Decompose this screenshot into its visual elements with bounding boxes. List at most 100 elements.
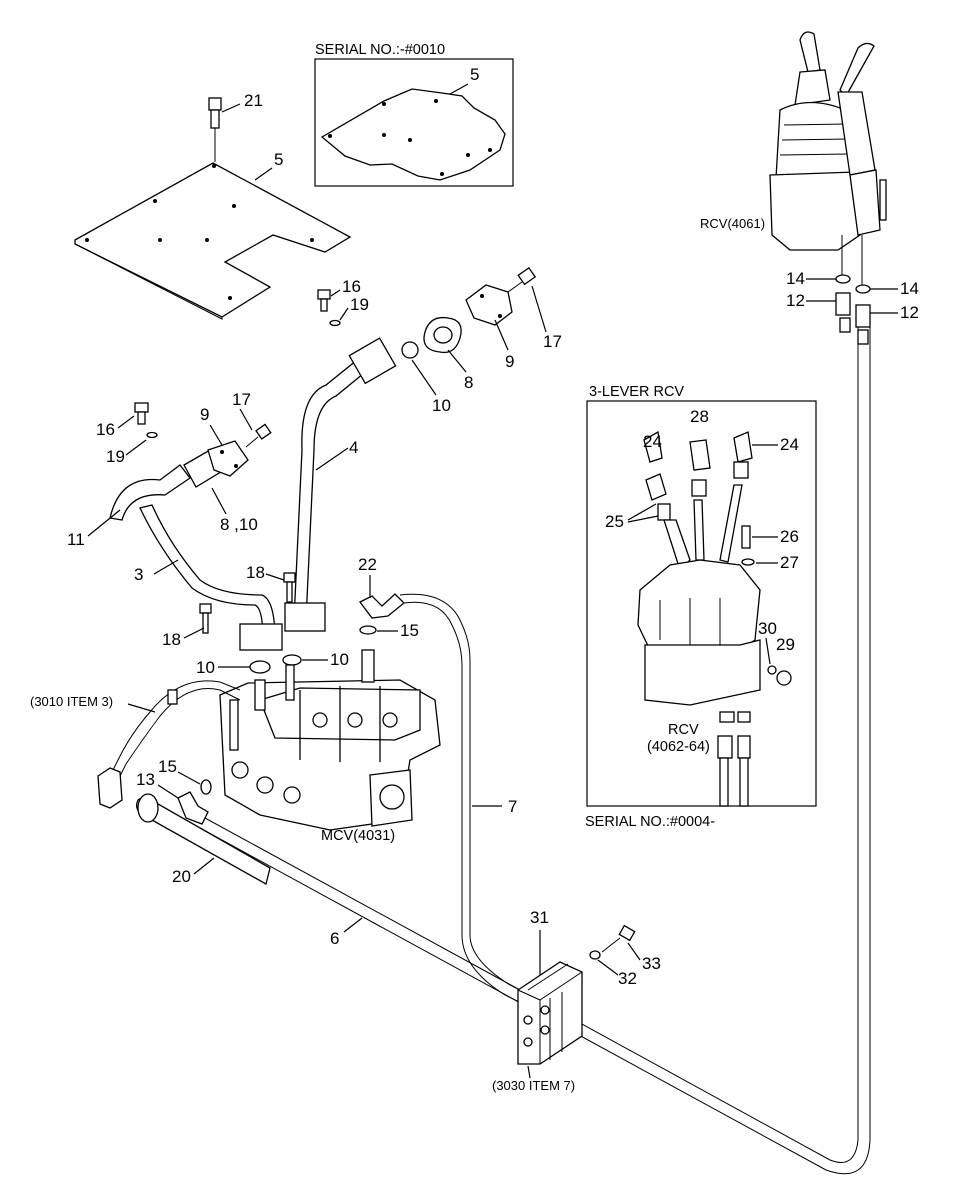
callout-10-right: 10 [330, 650, 349, 669]
callout-20: 20 [172, 867, 191, 886]
callout-24-left: 24 [643, 432, 662, 451]
fitting-13 [177, 791, 209, 825]
callout-21: 21 [244, 91, 263, 110]
inset-serial-title: SERIAL NO.:-#0010 [315, 42, 445, 58]
elbow-22 [359, 593, 405, 619]
pipe-4-assembly: 16 19 17 9 10 8 4 [284, 266, 562, 632]
washer-14-right [855, 284, 871, 294]
callout-31: 31 [530, 908, 549, 927]
callout-25: 25 [605, 512, 624, 531]
floor-plate [74, 162, 352, 318]
adapter-12-right [855, 304, 871, 328]
callout-19-left: 19 [106, 447, 125, 466]
bolt-17-upper [507, 266, 537, 293]
callout-3: 3 [134, 565, 143, 584]
knob-28 [689, 439, 711, 471]
bolt-16-upper [317, 289, 331, 312]
bolt-16-left [134, 402, 149, 425]
bolts-18: 18 18 [162, 563, 296, 649]
bolt-26 [741, 525, 751, 549]
washer-27 [741, 558, 755, 566]
callout-24-right: 24 [780, 435, 799, 454]
callout-26: 26 [780, 527, 799, 546]
callout-5: 5 [274, 150, 283, 169]
callout-15-side: 15 [158, 757, 177, 776]
plug-29 [776, 670, 792, 686]
left-lines: (3010 ITEM 3) 13 20 6 [30, 310, 871, 1175]
o-ring-15-top [359, 625, 377, 635]
ref-3010-item-3: (3010 ITEM 3) [30, 694, 113, 709]
inset-serial-0004: SERIAL NO.:#0004- [585, 814, 715, 830]
callout-12-left: 12 [786, 291, 805, 310]
washer-19-upper [329, 319, 341, 327]
callout-18-left: 18 [162, 630, 181, 649]
callout-7: 7 [508, 797, 517, 816]
pipe-6 [204, 310, 859, 1163]
ref-3030-item-7: (3030 ITEM 7) [492, 1078, 575, 1093]
inset-3-lever-rcv: 3-LEVER RCV SERIAL NO.:#0004- RCV (4062-… [585, 384, 817, 830]
callout-17-upper: 17 [543, 332, 562, 351]
o-rings: 10 10 15 15 [158, 621, 419, 795]
mcv-label: MCV(4031) [321, 828, 395, 844]
callout-22: 22 [358, 555, 377, 574]
pipe-3-flange [239, 623, 283, 651]
inset-3-lever-title: 3-LEVER RCV [589, 384, 684, 400]
return-line-3010 [111, 680, 241, 773]
callout-10-left: 10 [196, 658, 215, 677]
o-ring-15-side [200, 779, 212, 795]
flange-plate-left [97, 767, 123, 809]
rcv-4061: RCV(4061) 14 12 14 12 [700, 31, 919, 345]
cover-9-left [207, 440, 249, 477]
hose-7 [399, 593, 561, 1011]
o-ring-10-right [282, 654, 302, 666]
callout-6: 6 [330, 929, 339, 948]
callout-15-top: 15 [400, 621, 419, 640]
callout-29: 29 [776, 635, 795, 654]
pipe-4 [293, 347, 381, 621]
callout-13: 13 [136, 770, 155, 789]
callout-9-upper: 9 [505, 352, 514, 371]
callout-27: 27 [780, 553, 799, 572]
callout-9-left: 9 [200, 405, 209, 424]
callout-19-upper: 19 [350, 295, 369, 314]
callout-14-right: 14 [900, 279, 919, 298]
callout-18-right: 18 [246, 563, 265, 582]
bolt-21 [208, 97, 222, 162]
callout-5-inset: 5 [470, 65, 479, 84]
callout-32: 32 [618, 969, 637, 988]
adapter-12-left [835, 292, 851, 316]
pipe-4-flange [284, 602, 326, 632]
callout-8-upper: 8 [464, 373, 473, 392]
callout-17-left: 17 [232, 390, 251, 409]
floor-plate-assembly: 21 5 [74, 91, 352, 320]
callout-16-left: 16 [96, 420, 115, 439]
rcv-inset-code: (4062-64) [647, 739, 710, 755]
callout-30: 30 [758, 619, 777, 638]
inset-serial-0010: SERIAL NO.:-#0010 5 [314, 42, 514, 187]
knob-24-left [643, 430, 663, 463]
bolt-17-left [245, 423, 272, 448]
rcv-inset-label: RCV [668, 722, 699, 738]
callout-4: 4 [349, 438, 358, 457]
rcv-4061-label: RCV(4061) [700, 216, 765, 231]
cover-9 [465, 284, 513, 326]
knob-24-right [733, 431, 753, 463]
callout-8-10: 8 ,10 [220, 515, 258, 534]
callout-10-upper: 10 [432, 396, 451, 415]
bolt-33 [601, 924, 636, 953]
callout-33: 33 [642, 954, 661, 973]
clamp-assembly: 31 32 33 (3030 ITEM 7) [492, 908, 661, 1093]
callout-12-right: 12 [900, 303, 919, 322]
mcv-valve: MCV(4031) [219, 649, 441, 844]
hose-7-assembly: 22 7 [358, 555, 561, 1021]
washer-14-left [835, 274, 851, 284]
pipe-3-assembly: 17 9 16 19 11 8 ,10 3 [67, 390, 283, 651]
o-ring-10-left [249, 660, 271, 674]
washer-19-left [146, 431, 158, 439]
callout-28: 28 [690, 407, 709, 426]
washer-32 [589, 950, 601, 960]
callout-14-left: 14 [786, 269, 805, 288]
callout-11: 11 [67, 530, 85, 549]
floor-plate-variant [320, 88, 506, 181]
